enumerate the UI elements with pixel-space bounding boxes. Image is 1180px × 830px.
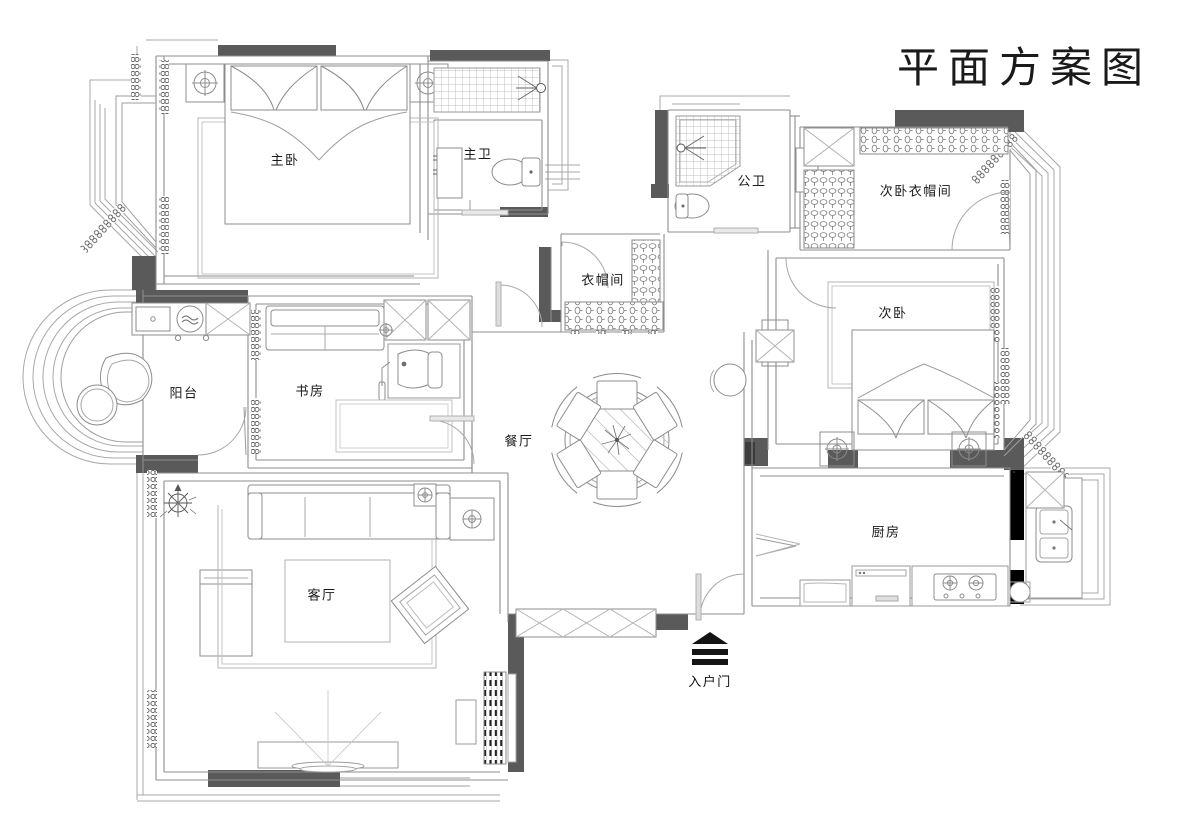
room-label-second-bedroom: 次卧 <box>878 306 908 322</box>
entry-door-arrow-icon <box>692 632 728 665</box>
furniture-study <box>265 299 475 465</box>
room-label-living: 客厅 <box>307 588 337 604</box>
windows <box>60 95 1037 787</box>
furniture-balcony <box>76 302 251 456</box>
room-label-study: 书房 <box>295 384 325 400</box>
page-title: 平面方案图 <box>896 43 1152 92</box>
entry-shoe-cabinet <box>413 483 437 507</box>
compass-north-icon <box>159 483 197 518</box>
room-label-kitchen: 厨房 <box>871 525 901 541</box>
furniture-second-bedroom <box>755 257 995 467</box>
furniture-cloakroom <box>495 239 664 331</box>
room-label-public-bath: 公卫 <box>737 174 767 190</box>
furniture-master-bedroom <box>185 63 449 279</box>
furniture-master-bath <box>433 67 546 216</box>
room-label-master-bedroom: 主卧 <box>270 153 300 169</box>
furniture-living <box>199 484 517 773</box>
entry-door-label: 入户门 <box>688 675 732 690</box>
room-label-second-closet: 次卧衣帽间 <box>879 184 953 200</box>
furniture-kitchen <box>755 471 1083 607</box>
furniture-dining <box>515 363 747 638</box>
room-label-master-bath: 主卫 <box>463 147 493 163</box>
room-label-balcony: 阳台 <box>169 386 199 402</box>
room-label-cloakroom: 衣帽间 <box>581 273 625 289</box>
room-label-dining: 餐厅 <box>504 434 534 450</box>
furniture-second-closet <box>803 127 1011 251</box>
entry-door-annotation: 入户门 <box>688 668 732 690</box>
outer-trace-lines <box>22 39 1111 802</box>
